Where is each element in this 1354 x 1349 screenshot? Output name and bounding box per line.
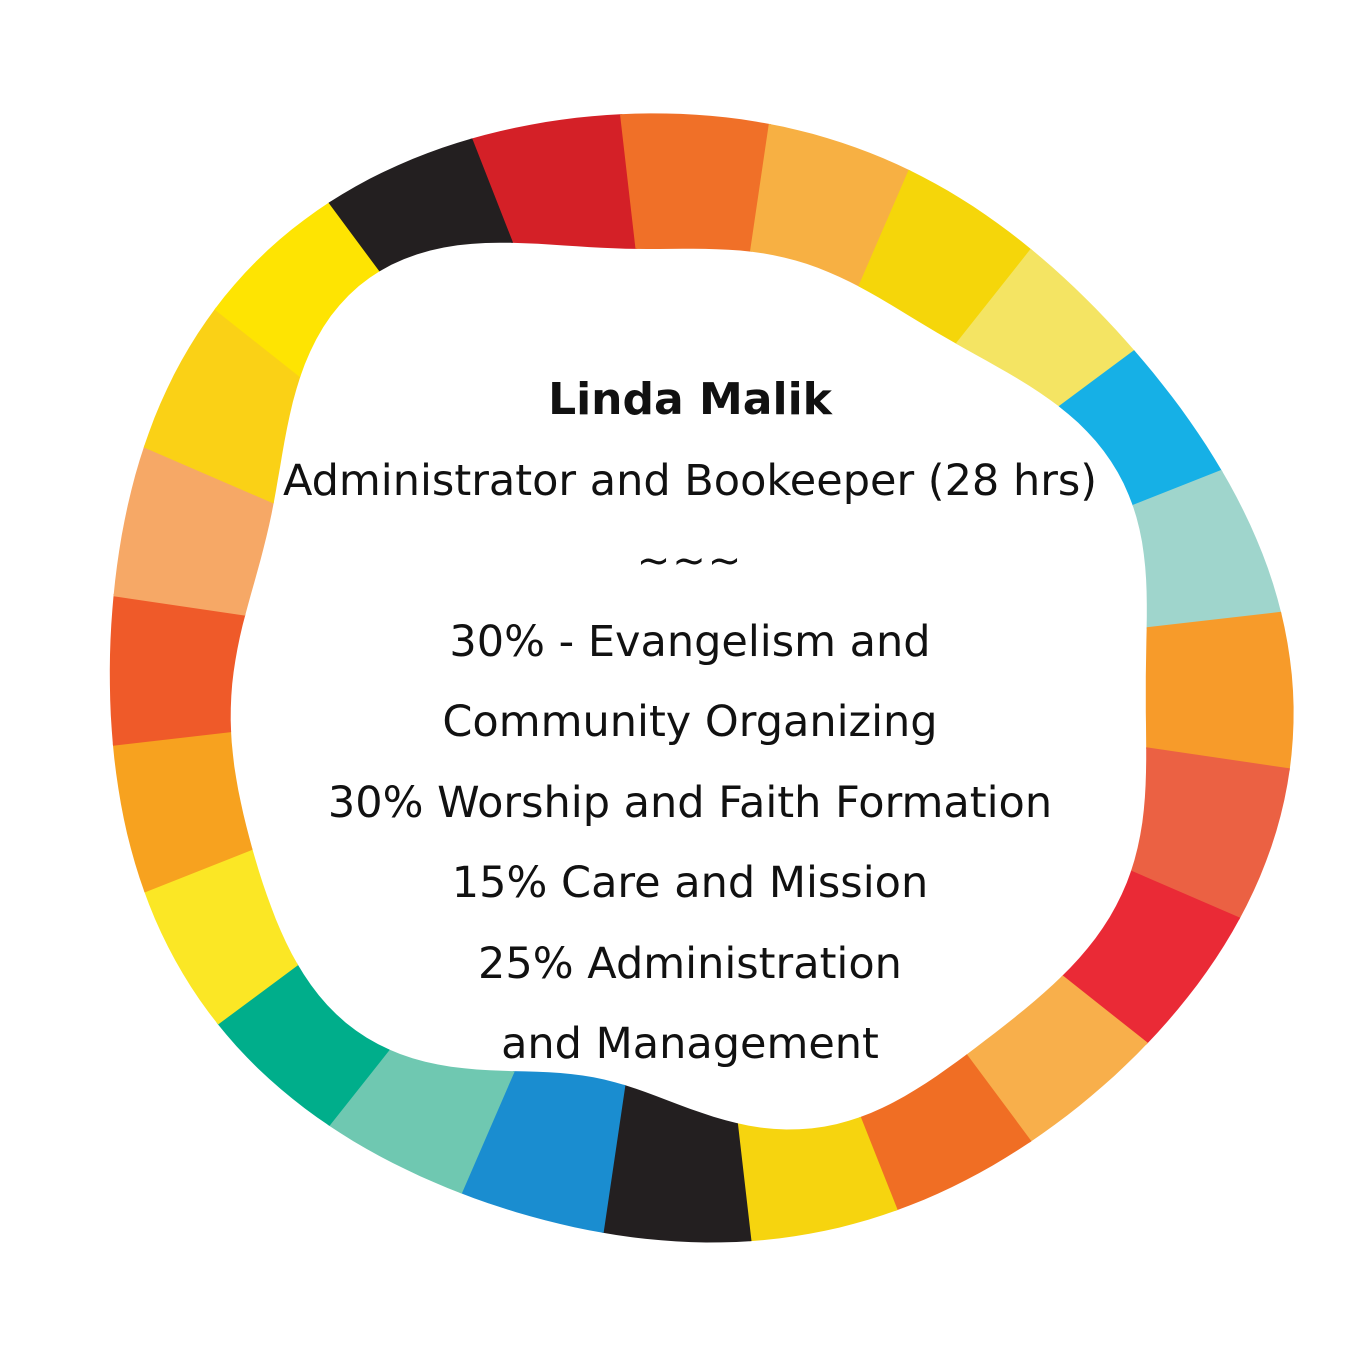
ring-segment [859,1054,1032,1211]
ring-segment [113,445,274,616]
allocation-line: and Management [501,1019,879,1069]
ring-segment [955,248,1136,408]
ring-segment [1132,469,1282,630]
ring-segment [327,1049,515,1194]
ring-segment [1145,611,1294,771]
allocation-line: 25% Administration [478,938,902,989]
ring-segment [328,138,514,272]
allocation-line: 30% Worship and Faith Formation [327,777,1053,828]
ring-segment [109,593,246,746]
person-name: Linda Malik [548,374,832,425]
ring-segment [216,963,390,1126]
ring-segment [112,730,253,893]
ring-segment [965,975,1148,1143]
ring-segment [750,123,911,288]
job-title: Administrator and Bookeeper (28 hrs) [282,455,1098,506]
allocation-line: 30% - Evangelism and [449,616,931,667]
ring-segment [858,169,1033,345]
ring-segment [736,1116,898,1242]
ring-segment [620,113,772,252]
ring-segment [214,201,382,378]
allocation-line: 15% Care and Mission [451,858,929,908]
profile-card: Linda Malik Administrator and Bookeeper … [190,360,1190,1085]
ring-segment [1130,747,1290,920]
ring-segment [1058,350,1223,507]
ring-segment [601,1084,752,1243]
ring-segment [470,114,638,249]
tilde-divider: ~~~ [636,538,744,584]
ring-segment [143,848,299,1025]
ring-segment [459,1071,626,1233]
allocation-line: Community Organizing [442,697,938,747]
ring-segment [1061,870,1241,1045]
ring-segment [143,307,301,504]
